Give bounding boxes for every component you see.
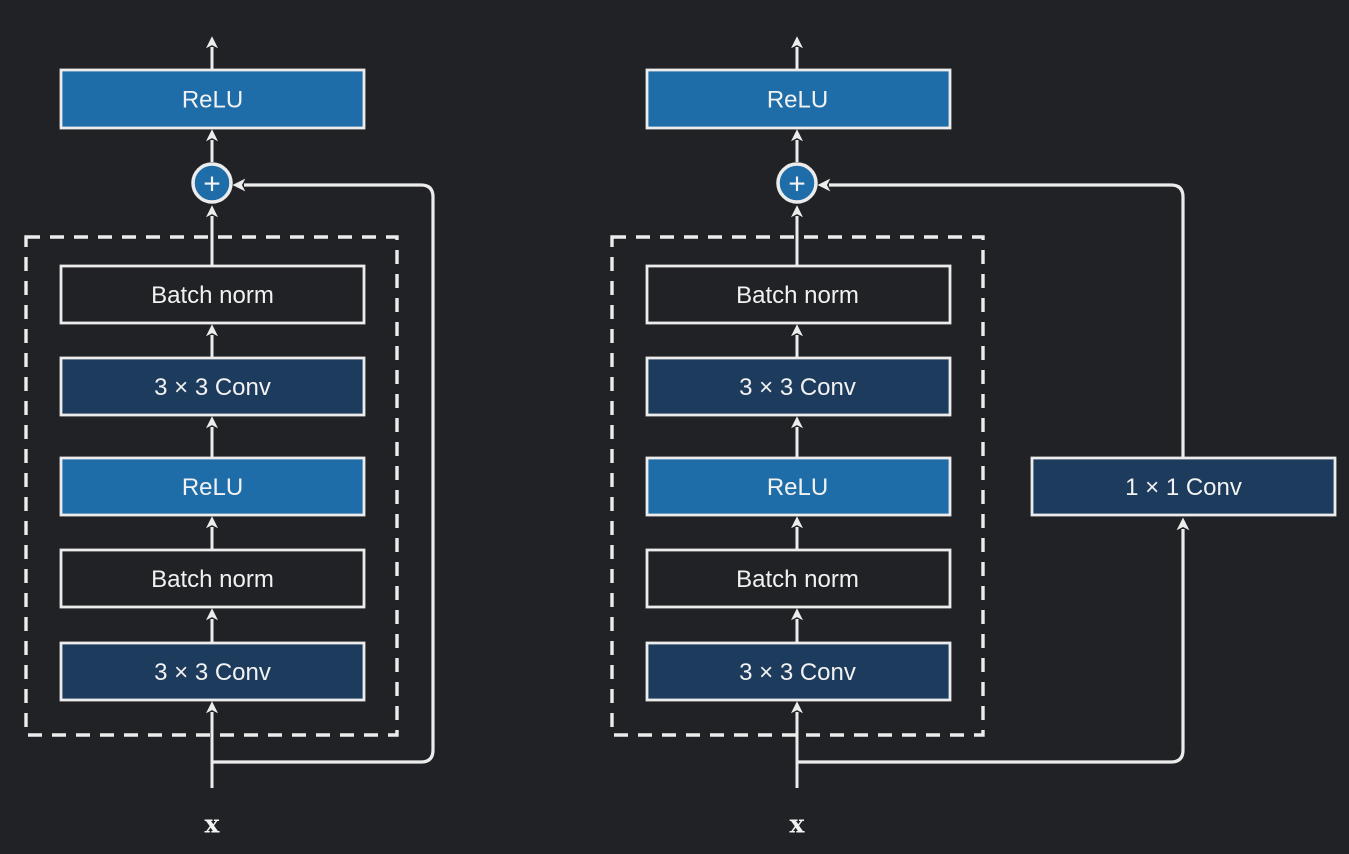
add-circle (191, 162, 233, 204)
diagram-projection-residual-block: ReLU + Batch norm 3 × 3 Conv ReLU Batch … (610, 36, 1337, 839)
batch-norm-box (645, 548, 952, 609)
batch-norm-box-label: Batch norm (151, 282, 274, 309)
batch-norm-box-label: Batch norm (151, 566, 274, 593)
skip-connection-path-lower (797, 517, 1190, 764)
conv-3x3-box-label: 3 × 3 Conv (154, 659, 271, 686)
plus-symbol: + (788, 168, 806, 201)
conv-3x3-box-label: 3 × 3 Conv (739, 374, 856, 401)
relu-box-label: ReLU (182, 87, 243, 114)
batch-norm-box (59, 264, 366, 325)
skip-connection-path (212, 178, 435, 764)
relu-box (59, 68, 366, 130)
batch-norm-box-label: Batch norm (736, 282, 859, 309)
relu-box (645, 68, 952, 130)
conv-1x1-box-label: 1 × 1 Conv (1125, 474, 1242, 501)
conv-3x3-box (59, 356, 366, 417)
relu-box-label: ReLU (182, 474, 243, 501)
conv-1x1-box (1030, 456, 1337, 517)
batch-norm-box (59, 548, 366, 609)
dashed-residual-boundary (24, 235, 399, 737)
conv-3x3-box-label: 3 × 3 Conv (739, 659, 856, 686)
diagram-identity-residual-block: ReLU + Batch norm 3 × 3 Conv ReLU Batch … (24, 36, 435, 839)
input-label: x (205, 810, 221, 839)
relu-box-label: ReLU (767, 474, 828, 501)
skip-connection-path-upper (817, 178, 1185, 458)
add-circle (776, 162, 818, 204)
dashed-residual-boundary (610, 235, 985, 737)
conv-3x3-box (59, 641, 366, 702)
relu-box (59, 456, 366, 517)
batch-norm-box (645, 264, 952, 325)
conv-3x3-box-label: 3 × 3 Conv (154, 374, 271, 401)
conv-3x3-box (645, 356, 952, 417)
conv-3x3-box (645, 641, 952, 702)
input-label: x (790, 810, 806, 839)
batch-norm-box-label: Batch norm (736, 566, 859, 593)
relu-box-label: ReLU (767, 87, 828, 114)
plus-symbol: + (203, 168, 221, 201)
relu-box (645, 456, 952, 517)
